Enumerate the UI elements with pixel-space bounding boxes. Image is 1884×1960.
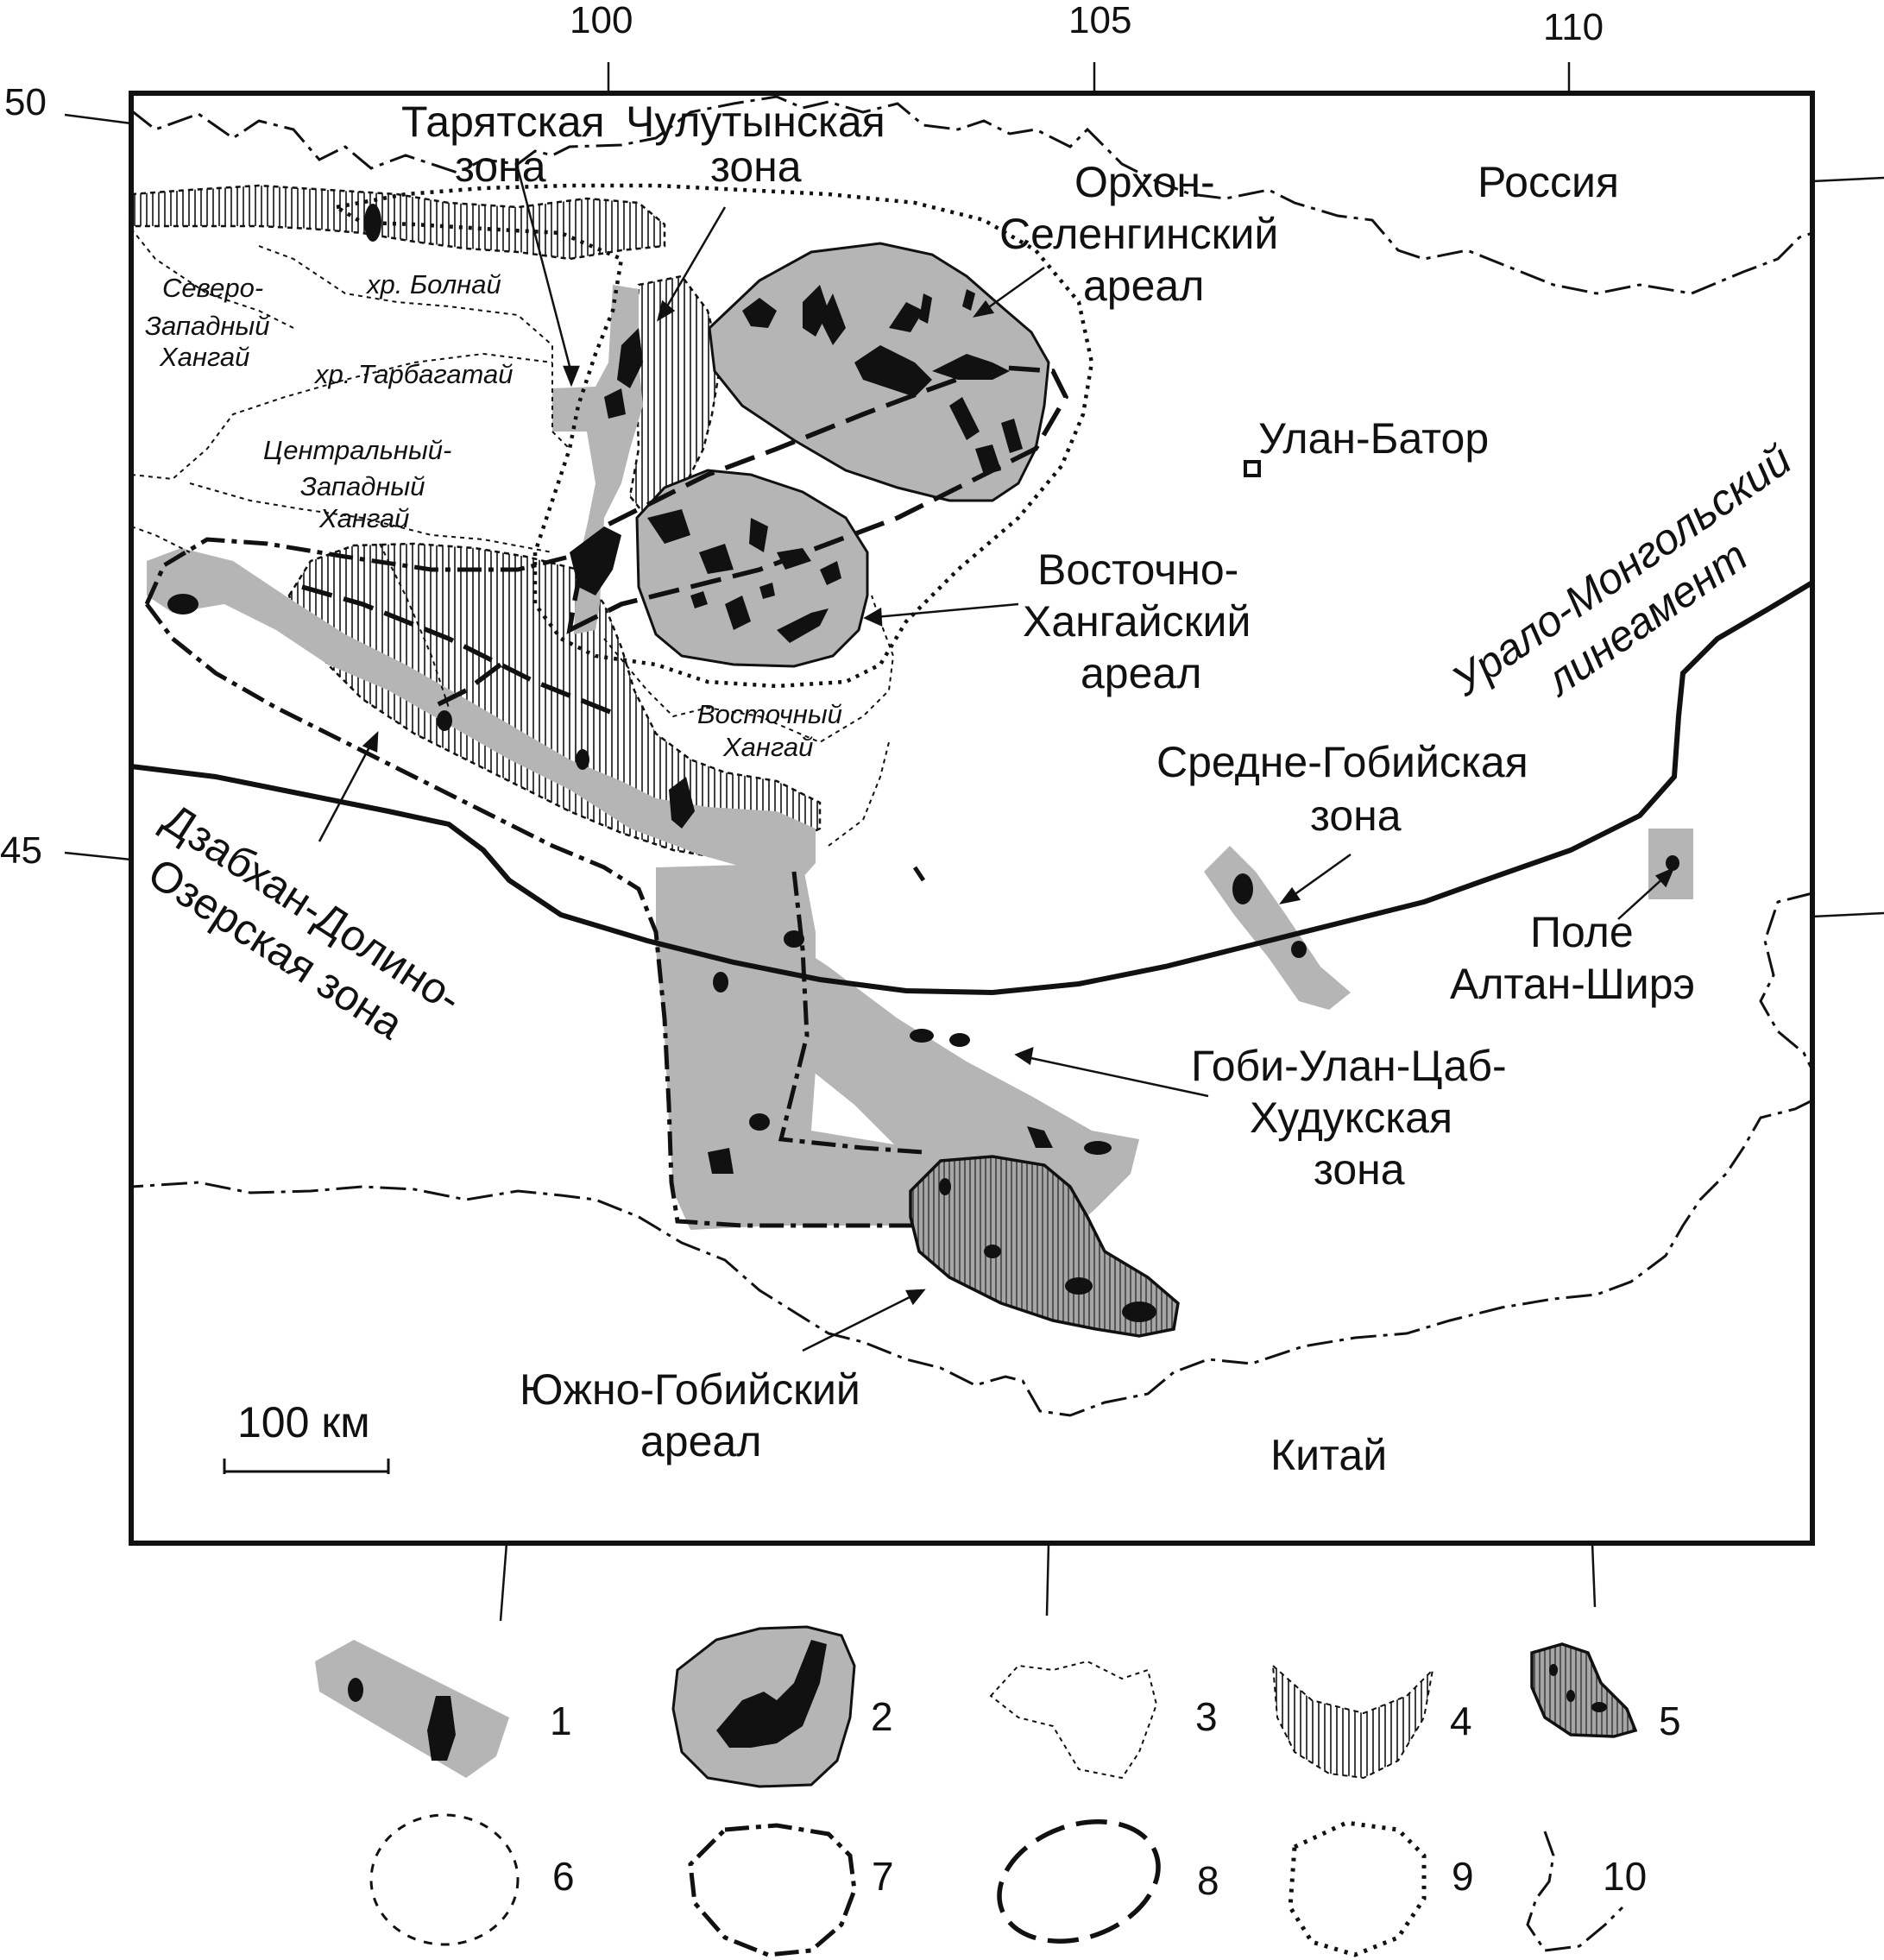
dashed-boundary [301,364,1069,719]
legend-symbol-2 [671,1625,856,1788]
city-marker-icon [1244,460,1261,477]
country-label-china: Китай [1270,1431,1387,1479]
dzabkhan-zone-label-group: Дзабхан-Долино- Озерская зона [140,794,470,1049]
lineament-label-group: Урало-Монгольский линеамент [1442,435,1799,706]
dzabkhan-zone-fill [147,548,1139,1243]
taryat-zone-label-2: зона [455,142,546,191]
south-gobi-areal [909,1155,1180,1338]
legend-label-6: 6 [552,1854,575,1899]
orkhon-areal-label-3: ареал [1083,262,1204,310]
country-label-russia: Россия [1478,158,1619,206]
longitude-label-105: 105 [1068,0,1131,41]
latitude-label-45: 45 [0,829,42,872]
legend-label-9: 9 [1452,1854,1474,1899]
east-khangai-areal-label: Восточно- [1037,545,1238,594]
nw-khangai-label-3: Хангай [159,342,249,372]
hatched-zones [129,184,822,860]
orkhon-areal-label: Орхон- [1074,158,1215,206]
dash-dot-boundary [144,537,926,1228]
central-khangai-label-2: Западный [300,471,425,501]
altan-shire-label-2: Алтан-Ширэ [1450,960,1695,1008]
legend: 1 2 3 4 5 6 7 8 9 [315,1625,1681,1957]
nw-khangai-label-2: Западный [145,311,269,341]
gobi-ulan-zone-label-3: зона [1314,1145,1405,1194]
dotted-boundary [331,183,1094,689]
legend-label-3: 3 [1195,1694,1218,1739]
south-gobi-areal-label: Южно-Гобийский [520,1365,860,1414]
tarbagatai-ridge-label: хр. Тарбагатай [313,359,514,389]
map-frame [129,91,1815,1546]
bolnai-ridge-label: хр. Болнай [365,269,501,299]
legend-label-8: 8 [1197,1858,1219,1903]
east-khangai-areal-label-3: ареал [1081,649,1201,697]
orkhon-areal-label-2: Селенгинский [999,210,1278,258]
longitude-label-100: 100 [570,0,633,41]
chulutyn-zone-label: Чулутынская [626,98,885,146]
legend-symbol-5 [1530,1642,1638,1738]
middle-gobi-zone-label-2: зона [1310,791,1402,840]
east-khangai-areal-label-2: Хангайский [1023,597,1251,646]
east-khangai-region-label-2: Хангай [722,732,813,762]
east-khangai-region-label: Восточный [697,699,842,729]
legend-symbol-7 [688,1823,857,1957]
nw-khangai-label: Северо- [162,273,263,303]
legend-label-2: 2 [871,1694,893,1739]
legend-symbol-6 [369,1813,520,1946]
south-gobi-areal-label-2: ареал [640,1417,761,1465]
state-border [130,95,1814,1417]
longitude-label-110: 110 [1543,6,1604,48]
region-outlines [130,228,895,847]
gobi-ulan-zone-label-2: Худукская [1250,1093,1452,1142]
latitude-label-50: 50 [4,81,47,123]
legend-symbol-9 [1288,1820,1427,1957]
legend-symbol-8 [997,1819,1161,1944]
coordinate-ticks [64,62,1884,1622]
legend-symbol-3 [989,1660,1158,1780]
middle-gobi-zone-label: Средне-Гобийская [1156,738,1528,786]
legend-symbol-1 [315,1640,509,1778]
lineament-line [130,580,1814,996]
scale-label: 100 км [237,1398,370,1446]
chulutyn-zone-label-2: зона [710,142,802,191]
taryat-zone-label: Тарятская [401,98,605,146]
legend-label-1: 1 [550,1698,572,1743]
legend-symbol-4 [1271,1663,1434,1780]
altan-shire-label: Поле [1530,908,1634,956]
scale-bar [223,1459,390,1474]
legend-label-7: 7 [872,1854,894,1899]
leader-arrows [318,167,1675,1352]
city-label: Улан-Батор [1258,414,1489,463]
legend-symbol-10 [1526,1831,1624,1952]
outcrops [167,204,1679,1322]
legend-label-10: 10 [1603,1854,1647,1899]
central-khangai-label: Центральный- [263,435,451,465]
legend-label-4: 4 [1450,1698,1472,1743]
central-khangai-label-3: Хангай [318,503,409,533]
gobi-ulan-zone-label: Гоби-Улан-Цаб- [1191,1042,1507,1090]
legend-label-5: 5 [1659,1698,1681,1743]
